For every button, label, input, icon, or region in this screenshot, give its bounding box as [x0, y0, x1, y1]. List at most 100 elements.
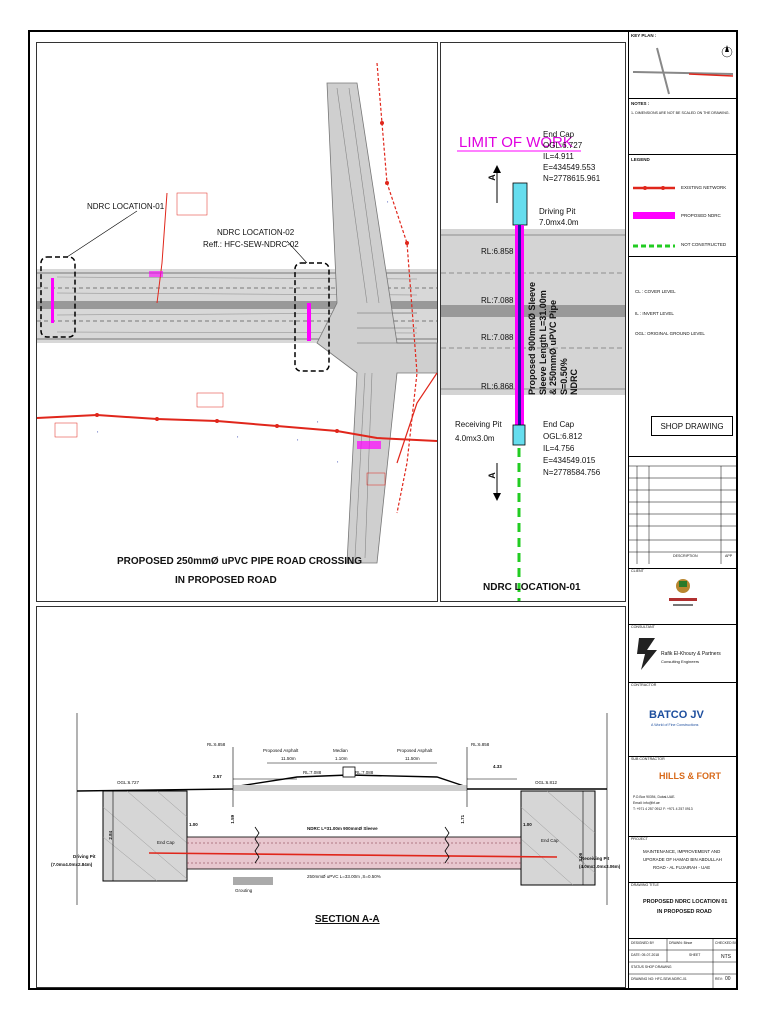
limit-of-work-label: LIMIT OF WORK: [459, 134, 573, 151]
drawing-sheet: ▪▪▪ ▪▪▪ NDRC LOCATION-01 NDRC LOCATION-0…: [28, 30, 738, 990]
drawn-by: DRAWN: Binoe: [669, 941, 693, 945]
subcontractor-info-1: P.O.Box 90394, Dubai-UAE.: [633, 795, 676, 799]
sleeve-annotation: Proposed 900mmØ Sleeve Sleeve Length L=3…: [527, 282, 580, 395]
svg-text:▪: ▪: [237, 435, 238, 439]
detail-drawing: [441, 150, 625, 601]
svg-text:▪: ▪: [297, 438, 298, 442]
end-cap-right: End Cap: [541, 838, 559, 843]
contractor-section: CONTRACTOR BATCO JV A World of Fine Cons…: [629, 682, 737, 757]
drawing-no: DRAWING NO: HFC-SEW-NDRC-01: [631, 977, 687, 981]
consultant-logo-icon: [637, 638, 657, 670]
end-cap-bottom-3: IL=4.756: [543, 444, 575, 453]
contractor-name: BATCO JV: [649, 709, 704, 721]
rl-label-4: RL:6.868: [481, 382, 514, 391]
notes-title: NOTES :: [631, 101, 650, 106]
subcontractor-info-3: T: +971 4 257 0912 F: +971 4 257 0913: [633, 807, 693, 811]
dim-100-right: 1.00: [523, 822, 532, 827]
median-label: Median: [333, 748, 348, 753]
title-block: KEY PLAN : NOTES : 1- DIMENSIONS ARE NOT…: [628, 32, 737, 988]
pipe-section-label: 250mmØ uPVC L=33.00m ,S=0.50%: [307, 874, 381, 879]
consultant-section: CONSULTANT Rafik El-Khoury & Partners Co…: [629, 624, 737, 683]
end-cap-bottom-5: N=2778584.756: [543, 468, 601, 477]
receiving-pit-label: Receiving Pit: [455, 420, 502, 429]
drawing-title-line-2: IN PROPOSED ROAD: [657, 909, 712, 915]
dim-100-left: 1.00: [189, 822, 198, 827]
dim-284: 2.84: [108, 830, 114, 840]
project-section: PROJECT MAINTENANCE, IMPROVEMENT AND UPG…: [629, 836, 737, 883]
section-marker-bottom: A: [486, 472, 497, 479]
rl-label-1: RL:6.858: [481, 247, 514, 256]
key-plan-label: KEY PLAN :: [631, 33, 657, 38]
legend-label-proposed: PROPOSED NDRC: [681, 213, 721, 218]
end-cap-top-5: N=2778615.961: [543, 174, 601, 183]
driving-pit-section-label: Driving Pit: [73, 854, 96, 859]
meta-grid: [629, 938, 737, 988]
legend-label-existing: EXISTING NETWORK: [681, 185, 727, 190]
plan-view-drawing: ▪▪▪ ▪▪▪: [36, 62, 438, 564]
subcontractor-info-2: Email: info@hf.ae: [633, 801, 660, 805]
end-cap-bottom-1: End Cap: [543, 420, 575, 429]
rev-label: REV:: [715, 977, 723, 981]
project-line-1: MAINTENANCE, IMPROVEMENT AND: [643, 849, 721, 854]
receiving-pit-section-dim: (4.0mx3.0mx3.06m): [579, 864, 621, 869]
project-line-3: ROAD - AL FUJAIRAH - UAE: [653, 865, 711, 870]
end-cap-top-1: End Cap: [543, 130, 575, 139]
subcontractor-name: HILLS & FORT: [659, 771, 721, 781]
section-drawing: [76, 713, 608, 905]
ogl-left: OGL:6.727: [117, 780, 140, 785]
rl-mid-right: RL:7.088: [355, 770, 374, 775]
meta-section: DESIGNED BY DRAWN: Binoe CHECKED BY DATE…: [629, 938, 737, 988]
contractor-label: CONTRACTOR: [631, 683, 657, 687]
svg-text:▪: ▪: [337, 460, 338, 464]
legend-label-not-constructed: NOT CONSTRUCTED: [681, 242, 727, 247]
checked-by: CHECKED BY: [715, 941, 738, 945]
sleeve-section-label: NDRC L=31.00m 900mmØ Sleeve: [307, 826, 378, 831]
drawing-title-section: DRAWING TITLE PROPOSED NDRC LOCATION 01 …: [629, 882, 737, 939]
rev-desc-header: DESCRIPTION: [673, 554, 698, 558]
rl-left: RL:6.858: [207, 742, 226, 747]
scale-label: NTS: [721, 954, 731, 960]
revision-table: DESCRIPTION APP: [629, 456, 737, 569]
end-cap-top-2: OGL:6.727: [543, 141, 583, 150]
dim-right: 11.50m: [405, 756, 420, 761]
dim-257: 2.57: [213, 774, 222, 779]
legend-section: LEGEND EXISTING NETWORK PROPOSED NDRC NO…: [629, 154, 737, 257]
project-label: PROJECT: [631, 837, 648, 841]
svg-text:▪: ▪: [317, 420, 318, 424]
shop-drawing-box: SHOP DRAWING: [651, 416, 733, 436]
client-section: CLIENT: [629, 568, 737, 625]
rev-app-header: APP: [725, 554, 733, 558]
abbr-cl: CL : COVER LEVEL: [635, 289, 676, 294]
svg-text:▪: ▪: [97, 430, 98, 434]
dim-left: 11.50m: [281, 756, 296, 761]
sheet-label: SHEET: [689, 953, 701, 957]
abbr-il: IL : INVERT LEVEL: [635, 311, 674, 316]
grouting-label: Grouting: [235, 888, 253, 893]
section-panel: RL:6.858 RL:6.858 Proposed Asphalt Media…: [36, 606, 626, 988]
section-title: SECTION A-A: [315, 914, 380, 925]
end-cap-top-4: E=434549.553: [543, 163, 596, 172]
date-label: DATE: 05-07-2018: [631, 953, 660, 957]
subcontractor-section: SUB CONTRACTOR HILLS & FORT P.O.Box 9039…: [629, 756, 737, 837]
driving-pit-dim: 7.0mx4.0m: [539, 218, 579, 227]
driving-pit-section-dim: (7.0mx4.0mx2.84m): [51, 862, 93, 867]
legend-title: LEGEND: [631, 157, 650, 162]
end-cap-top-3: IL=4.911: [543, 152, 574, 161]
consultant-label: CONSULTANT: [631, 625, 655, 629]
revision-grid: [629, 465, 737, 564]
rl-right: RL:6.858: [471, 742, 490, 747]
sleeve-text-4: S=0.50%: [558, 358, 569, 395]
section-marker-top: A: [486, 174, 497, 181]
drawing-title-line-1: PROPOSED NDRC LOCATION 01: [643, 899, 728, 905]
rl-label-2: RL:7.088: [481, 296, 514, 305]
contractor-sub: A World of Fine Constructions: [651, 723, 699, 727]
driving-pit-label: Driving Pit: [539, 207, 576, 216]
legend-swatches: [633, 186, 675, 248]
sleeve-text-1: Proposed 900mmØ Sleeve: [527, 281, 537, 395]
key-plan-section: KEY PLAN :: [629, 32, 737, 99]
key-plan-map: [632, 45, 734, 95]
dim-171: 1.71: [460, 814, 466, 824]
abbreviations-section: CL : COVER LEVEL IL : INVERT LEVEL OGL: …: [629, 256, 737, 457]
rev-value: 00: [725, 976, 731, 982]
subcontractor-label: SUB CONTRACTOR: [631, 757, 665, 761]
